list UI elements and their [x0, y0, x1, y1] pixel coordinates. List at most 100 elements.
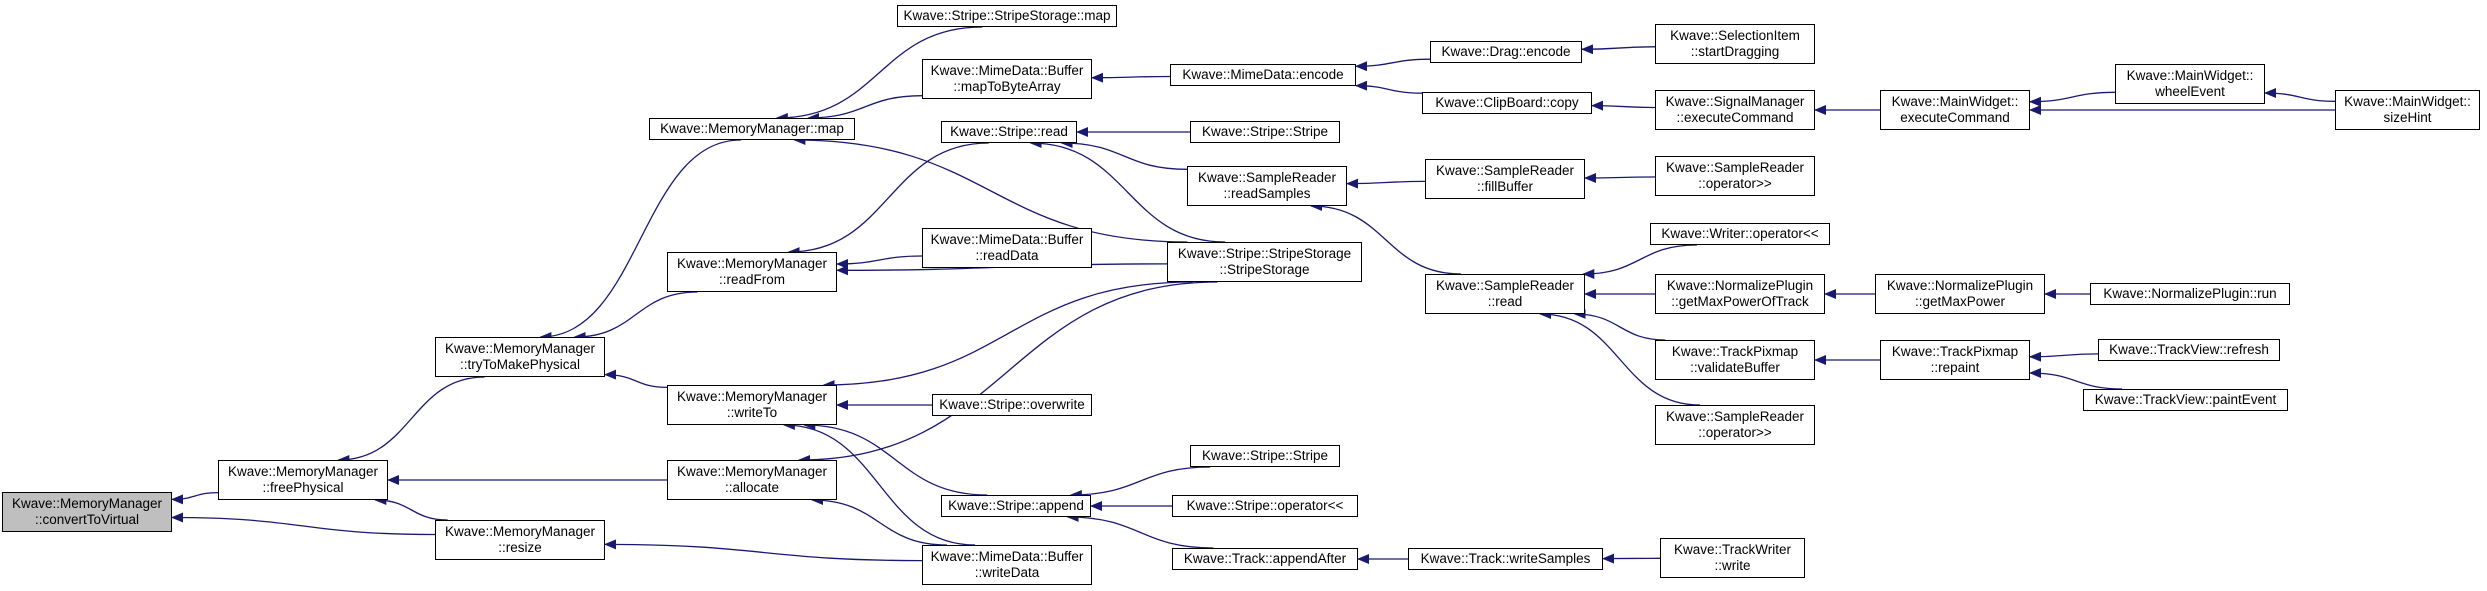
graph-node-stripe-append[interactable]: Kwave::Stripe::append: [941, 495, 1091, 517]
graph-node-wheel-event[interactable]: Kwave::MainWidget::wheelEvent: [2115, 64, 2265, 104]
call-edge: [1355, 58, 1431, 72]
node-label-line: Kwave::Stripe::Stripe: [1201, 448, 1329, 463]
graph-node-track-view-paint[interactable]: Kwave::TrackView::paintEvent: [2083, 389, 2288, 411]
graph-node-drag-encode[interactable]: Kwave::Drag::encode: [1430, 41, 1582, 63]
node-label-line: Kwave::TrackView::paintEvent: [2094, 392, 2277, 407]
graph-node-execute-command[interactable]: Kwave::SignalManager::executeCommand: [1655, 90, 1815, 130]
graph-node-map-to-byte-array[interactable]: Kwave::MimeData::Buffer::mapToByteArray: [922, 59, 1092, 99]
call-edge: [782, 420, 976, 546]
graph-node-free-physical[interactable]: Kwave::MemoryManager::freePhysical: [218, 460, 388, 500]
graph-node-allocate[interactable]: Kwave::MemoryManager::allocate: [667, 460, 837, 500]
graph-node-get-max-power-of-track[interactable]: Kwave::NormalizePlugin::getMaxPowerOfTra…: [1655, 274, 1825, 314]
call-edge: [539, 139, 741, 342]
node-label-line: ::getMaxPower: [1914, 294, 2006, 309]
graph-node-stripe-storage-map[interactable]: Kwave::Stripe::StripeStorage::map: [897, 5, 1117, 27]
graph-node-get-max-power[interactable]: Kwave::NormalizePlugin::getMaxPower: [1875, 274, 2045, 314]
graph-node-validate-buffer[interactable]: Kwave::TrackPixmap::validateBuffer: [1655, 340, 1815, 380]
graph-node-mime-encode[interactable]: Kwave::MimeData::encode: [1170, 64, 1356, 86]
graph-node-track-view-refresh[interactable]: Kwave::TrackView::refresh: [2098, 339, 2280, 361]
node-label-line: Kwave::Drag::encode: [1441, 44, 1571, 59]
graph-node-map[interactable]: Kwave::MemoryManager::map: [649, 118, 855, 140]
node-label-line: ::getMaxPowerOfTrack: [1671, 294, 1809, 309]
graph-node-op-right-shift1[interactable]: Kwave::SampleReader::operator>>: [1655, 156, 1815, 196]
node-label-line: Kwave::Stripe::read: [950, 124, 1068, 139]
graph-node-read-from[interactable]: Kwave::MemoryManager::readFrom: [667, 252, 837, 292]
node-label-line: ::readData: [975, 248, 1039, 263]
call-edge: [337, 376, 485, 465]
call-edge: [1539, 309, 1700, 406]
call-edge: [1069, 466, 1211, 500]
node-label-line: Kwave::MimeData::encode: [1182, 67, 1344, 82]
graph-node-op-right-shift2[interactable]: Kwave::SampleReader::operator>>: [1655, 405, 1815, 445]
graph-node-start-dragging[interactable]: Kwave::SelectionItem::startDragging: [1655, 24, 1815, 64]
call-edge: [2029, 91, 2116, 107]
node-label-line: Kwave::Stripe::append: [948, 498, 1084, 513]
node-label-line: Kwave::MemoryManager: [676, 256, 828, 271]
call-edge: [573, 291, 698, 342]
node-label-line: Kwave::MemoryManager: [444, 524, 596, 539]
call-edge: [811, 495, 948, 546]
node-label-line: Kwave::SampleReader: [1665, 160, 1805, 175]
call-edge: [604, 369, 668, 389]
call-edge: [1591, 100, 1656, 111]
graph-node-overwrite[interactable]: Kwave::Stripe::overwrite: [932, 394, 1092, 416]
node-label-line: Kwave::SelectionItem: [1670, 28, 1800, 43]
call-edge: [1582, 244, 1697, 279]
graph-node-stripe-stripe2[interactable]: Kwave::Stripe::Stripe: [1190, 445, 1340, 467]
graph-node-write-to[interactable]: Kwave::MemoryManager::writeTo: [667, 385, 837, 425]
node-label-line: ::allocate: [724, 480, 780, 495]
graph-node-repaint[interactable]: Kwave::TrackPixmap::repaint: [1880, 340, 2030, 380]
node-label-line: ::writeTo: [726, 405, 778, 420]
graph-node-fill-buffer[interactable]: Kwave::SampleReader::fillBuffer: [1425, 159, 1585, 199]
graph-node-write-data[interactable]: Kwave::MimeData::Buffer::writeData: [922, 545, 1092, 585]
node-label-line: Kwave::TrackWriter: [1673, 542, 1792, 557]
node-label-line: Kwave::NormalizePlugin: [1666, 278, 1814, 293]
graph-node-stripe-storage-ctor[interactable]: Kwave::Stripe::StripeStorage::StripeStor…: [1167, 242, 1362, 282]
node-label-line: ::startDragging: [1690, 44, 1780, 59]
node-label-line: Kwave::ClipBoard::copy: [1435, 95, 1579, 110]
call-edge: [836, 255, 923, 269]
graph-node-size-hint[interactable]: Kwave::MainWidget::sizeHint: [2335, 90, 2480, 130]
node-label-line: ::convertToVirtual: [34, 512, 140, 527]
node-label-line: Kwave::Track::writeSamples: [1420, 551, 1591, 566]
node-label-line: Kwave::SignalManager: [1665, 94, 1805, 109]
node-label-line: ::read: [1487, 294, 1523, 309]
node-label-line: wheelEvent: [2155, 84, 2225, 99]
graph-node-writer-op-shift[interactable]: Kwave::Writer::operator<<: [1650, 223, 1830, 245]
graph-node-clipboard-copy[interactable]: Kwave::ClipBoard::copy: [1422, 92, 1592, 114]
call-edge: [1066, 512, 1214, 549]
graph-node-read-samples[interactable]: Kwave::SampleReader::readSamples: [1187, 166, 1347, 206]
node-label-line: Kwave::SampleReader: [1665, 409, 1805, 424]
graph-node-convert[interactable]: Kwave::MemoryManager::convertToVirtual: [2, 492, 172, 532]
graph-node-try-to-make-physical[interactable]: Kwave::MemoryManager::tryToMakePhysical: [435, 337, 605, 377]
graph-node-sample-reader-read[interactable]: Kwave::SampleReader::read: [1425, 274, 1585, 314]
graph-node-append-after[interactable]: Kwave::Track::appendAfter: [1172, 548, 1358, 570]
call-edge: [2029, 368, 2123, 390]
call-edge: [793, 135, 1188, 243]
graph-node-main-widget-execute[interactable]: Kwave::MainWidget::executeCommand: [1880, 90, 2030, 130]
node-label-line: ::readSamples: [1223, 186, 1311, 201]
graph-node-resize[interactable]: Kwave::MemoryManager::resize: [435, 520, 605, 560]
graph-node-stripe-op-shift[interactable]: Kwave::Stripe::operator<<: [1172, 495, 1358, 517]
node-label-line: ::executeCommand: [1676, 110, 1794, 125]
node-label-line: Kwave::SampleReader: [1197, 170, 1337, 185]
graph-node-write-samples[interactable]: Kwave::Track::writeSamples: [1408, 548, 1603, 570]
graph-node-read-data[interactable]: Kwave::MimeData::Buffer::readData: [922, 228, 1092, 268]
call-edge: [798, 281, 1218, 465]
graph-node-stripe-stripe1[interactable]: Kwave::Stripe::Stripe: [1190, 121, 1340, 143]
call-edge: [374, 495, 448, 521]
node-label-line: Kwave::MainWidget::: [1891, 94, 2019, 109]
node-label-line: Kwave::Stripe::overwrite: [939, 397, 1085, 412]
node-label-line: Kwave::Track::appendAfter: [1183, 551, 1347, 566]
node-label-line: Kwave::Writer::operator<<: [1661, 226, 1819, 241]
node-label-line: Kwave::MainWidget::: [2344, 94, 2471, 109]
graph-node-stripe-read[interactable]: Kwave::Stripe::read: [941, 121, 1077, 143]
call-edge: [604, 539, 923, 562]
node-label-line: Kwave::Stripe::Stripe: [1201, 124, 1329, 139]
node-label-line: Kwave::MimeData::Buffer: [930, 549, 1084, 564]
call-edge: [1346, 178, 1426, 189]
graph-node-normalize-run[interactable]: Kwave::NormalizePlugin::run: [2090, 283, 2290, 305]
graph-node-track-writer-write[interactable]: Kwave::TrackWriter::write: [1660, 538, 1805, 578]
